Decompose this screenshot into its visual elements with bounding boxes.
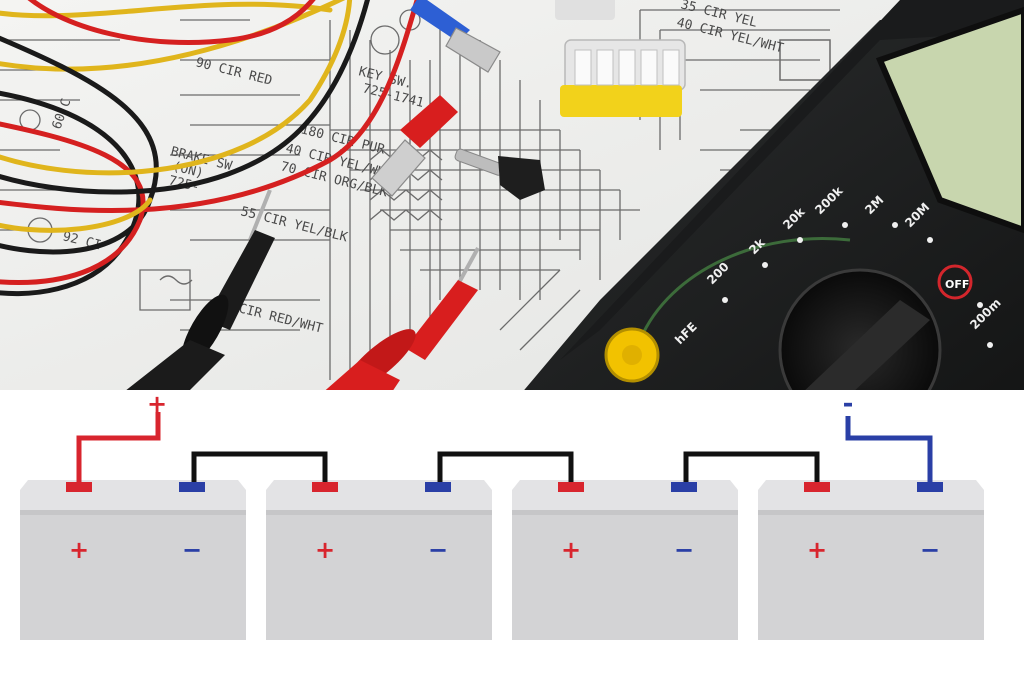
battery-body: [20, 510, 246, 640]
battery: +−: [20, 480, 246, 640]
meter-off-label: OFF: [945, 278, 969, 291]
positive-terminal: [804, 482, 830, 492]
battery-lid-seam: [266, 510, 492, 515]
battery: +−: [512, 480, 738, 640]
positive-terminal: [558, 482, 584, 492]
main-negative-wire: [845, 416, 933, 482]
battery-negative-label: −: [182, 536, 202, 564]
multimeter: 200 2k 20k 200k 2M 20M OFF hFE 200m: [524, 0, 1024, 390]
battery-body: [512, 510, 738, 640]
battery-negative-label: −: [428, 536, 448, 564]
series-link-wire: [191, 451, 328, 482]
main-positive-label: +: [147, 390, 167, 418]
battery-positive-label: +: [315, 536, 335, 564]
battery-positive-label: +: [561, 536, 581, 564]
red-spade-terminal: [371, 95, 458, 197]
main-negative-label: -: [843, 390, 854, 419]
battery-negative-label: −: [674, 536, 694, 564]
ferrule-terminal: [454, 148, 545, 200]
wire-bundle: [0, 0, 420, 297]
negative-terminal: [179, 482, 205, 492]
battery: +−: [266, 480, 492, 640]
series-link-wire: [683, 451, 820, 482]
series-battery-diagram: +−+−+−+− +-: [20, 390, 984, 640]
red-test-probe: [325, 247, 480, 390]
battery-positive-label: +: [69, 536, 89, 564]
positive-terminal: [312, 482, 338, 492]
battery-lid: [512, 480, 738, 510]
battery-lid-seam: [758, 510, 984, 515]
negative-terminal: [671, 482, 697, 492]
electrical-tools-photo: 90 CIR RED KEY SW. 725-1741 35 CIR YEL 4…: [0, 0, 1024, 390]
battery-body: [758, 510, 984, 640]
multimeter-display: [875, 6, 1024, 234]
battery-positive-label: +: [807, 536, 827, 564]
battery-lid-seam: [20, 510, 246, 515]
push-in-connector: [560, 39, 686, 117]
lever-connector: [555, 0, 615, 20]
main-positive-wire: [76, 412, 161, 482]
battery-lid: [266, 480, 492, 510]
positive-terminal: [66, 482, 92, 492]
battery: +−: [758, 480, 984, 640]
blue-spade-terminal: [410, 0, 501, 73]
battery-lid: [20, 480, 246, 510]
battery-negative-label: −: [920, 536, 940, 564]
negative-terminal: [425, 482, 451, 492]
battery-lid: [758, 480, 984, 510]
black-test-probe: [126, 189, 275, 390]
battery-body: [266, 510, 492, 640]
series-link-wire: [437, 451, 574, 482]
negative-terminal: [917, 482, 943, 492]
battery-lid-seam: [512, 510, 738, 515]
